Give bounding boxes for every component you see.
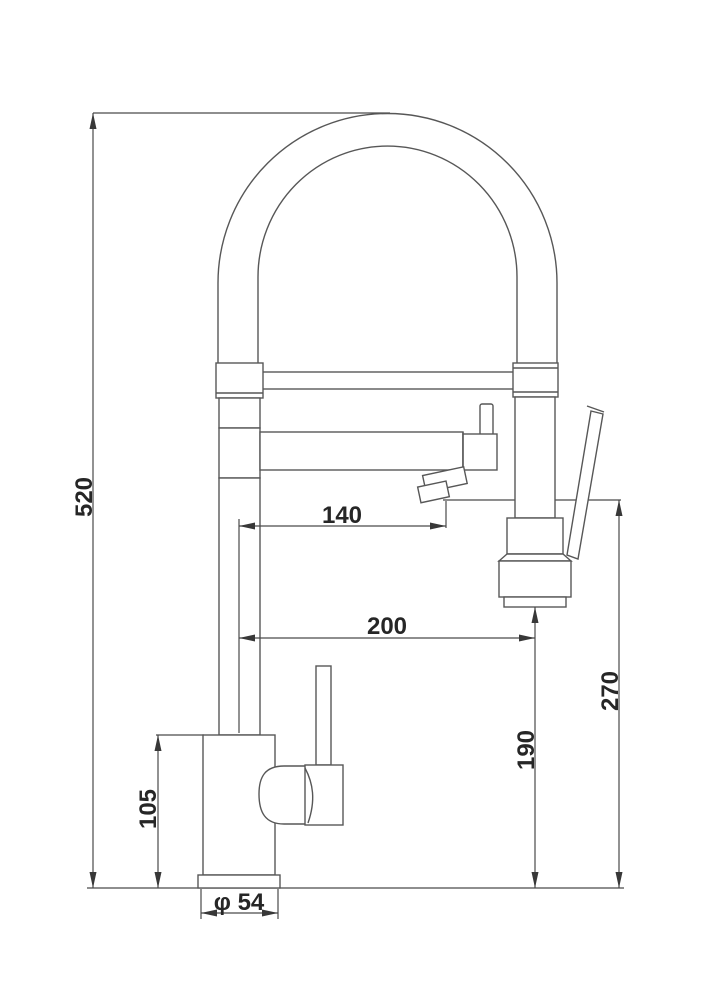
arrow-right-54 bbox=[262, 909, 278, 917]
arrow-right-140 bbox=[430, 522, 446, 530]
handle-joint bbox=[258, 765, 308, 825]
spray-lever-cap bbox=[586, 405, 605, 413]
spray-head-face bbox=[503, 596, 567, 608]
arrow-down-105 bbox=[154, 872, 162, 888]
dim-label-base-diameter: φ 54 bbox=[214, 889, 265, 916]
arrow-up-190 bbox=[531, 607, 539, 623]
aerator-tip-rect bbox=[416, 480, 451, 504]
dim-label-spray-head-height: 190 bbox=[513, 730, 540, 770]
arrow-left-200 bbox=[239, 634, 255, 642]
arrow-up-105 bbox=[154, 735, 162, 751]
dim-spout-reach: 140 bbox=[239, 502, 446, 530]
dim-label-body-height: 105 bbox=[135, 789, 162, 829]
spray-head-lower bbox=[498, 560, 572, 598]
arrow-down-270 bbox=[615, 872, 623, 888]
arrow-up-520 bbox=[89, 113, 97, 129]
arrow-down-190 bbox=[531, 872, 539, 888]
spray-head-shoulder bbox=[497, 553, 573, 562]
base-flange bbox=[197, 874, 281, 889]
arrow-left-140 bbox=[239, 522, 255, 530]
faucet-outline bbox=[197, 112, 605, 889]
dim-base-diameter: φ 54 bbox=[201, 889, 278, 917]
dimension-annotations: 520 140 200 190 270 bbox=[71, 113, 624, 917]
aerator-tip bbox=[416, 480, 451, 504]
dim-spray-head-height: 190 bbox=[513, 607, 540, 888]
arrow-left-54 bbox=[201, 909, 217, 917]
hose-arch-outer bbox=[217, 112, 558, 363]
hose-arch-inner bbox=[257, 145, 518, 363]
left-collar bbox=[215, 362, 264, 399]
right-column-tube bbox=[514, 396, 556, 519]
cross-bar bbox=[261, 371, 515, 390]
dim-label-overall-height: 520 bbox=[71, 477, 98, 517]
dim-label-spout-height: 270 bbox=[597, 671, 624, 711]
spout-arm bbox=[259, 431, 464, 471]
dim-label-spout-reach: 140 bbox=[322, 502, 362, 529]
spout-arm-end-block bbox=[462, 433, 498, 471]
left-column-segment-upper bbox=[218, 397, 261, 429]
left-column-segment-mid bbox=[218, 427, 261, 479]
dim-label-spray-reach: 200 bbox=[367, 613, 407, 640]
handle-lever bbox=[315, 665, 332, 766]
spout-arm-tab bbox=[479, 403, 494, 436]
dim-spray-reach: 200 bbox=[239, 613, 535, 642]
spray-head-upper bbox=[506, 517, 564, 555]
arrow-up-270 bbox=[615, 500, 623, 516]
dim-body-height: 105 bbox=[135, 735, 162, 888]
arrow-down-520 bbox=[89, 872, 97, 888]
handle-body bbox=[304, 764, 344, 826]
spray-lever bbox=[566, 410, 604, 560]
handle-seam bbox=[304, 767, 314, 824]
dim-spout-height: 270 bbox=[597, 500, 624, 888]
arrow-right-200 bbox=[519, 634, 535, 642]
dim-overall-height: 520 bbox=[71, 113, 98, 888]
